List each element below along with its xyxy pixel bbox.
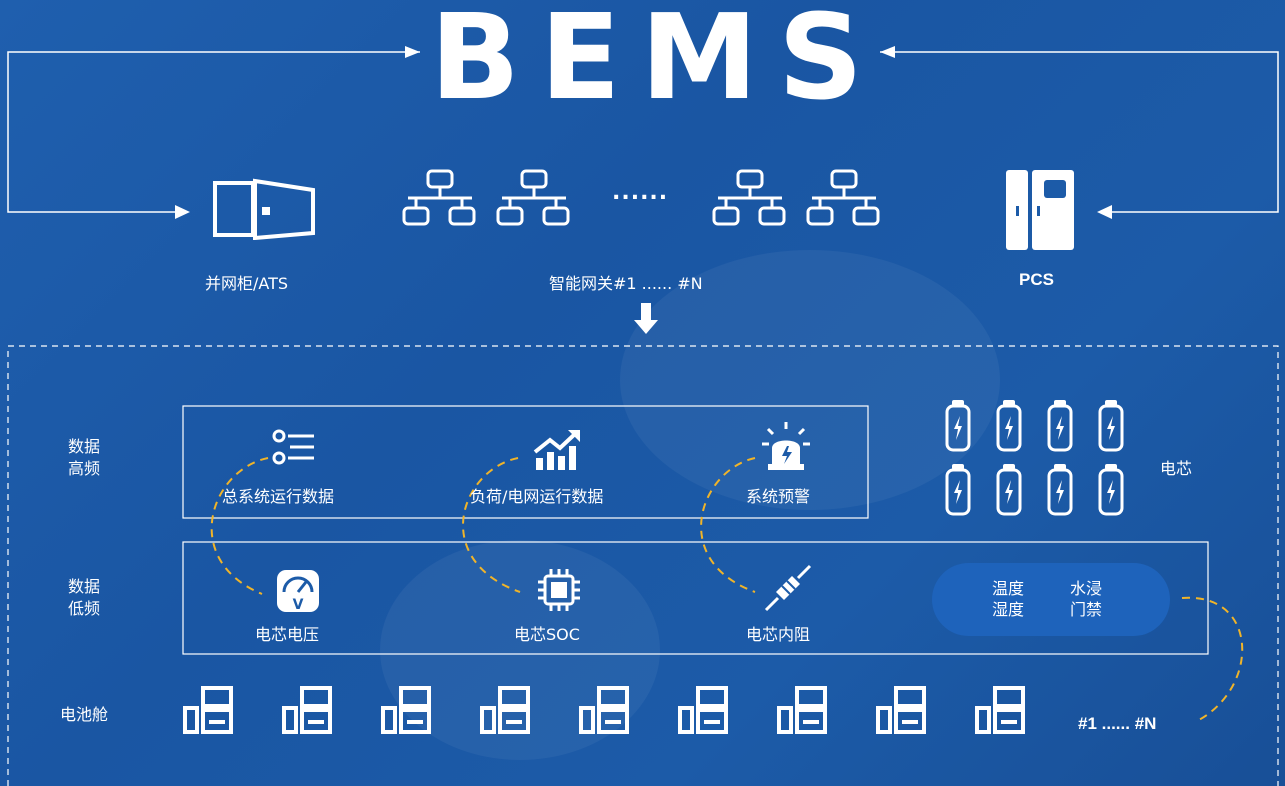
battery-cells-icon <box>945 400 1124 516</box>
high-freq-item: 负荷/电网运行数据 <box>470 487 604 506</box>
outer-dashed-frame <box>7 345 1279 786</box>
env-sensor-temp-humidity: 温度 湿度 <box>992 579 1025 619</box>
pcs-label: PCS <box>1019 270 1054 289</box>
down-arrow-head <box>634 320 658 334</box>
gateway-ellipsis: ...... <box>612 180 669 205</box>
grid-cabinet-label: 并网柜/ATS <box>205 274 289 293</box>
high-freq-label: 数据 高频 <box>68 437 101 478</box>
pcs-cabinet-icon <box>1006 170 1074 250</box>
voltmeter-icon: V <box>277 570 319 613</box>
high-freq-item: 系统预警 <box>746 487 811 506</box>
list-settings-icon <box>272 429 314 465</box>
gateway-network-icon <box>402 169 570 226</box>
arrow-to-grid-cabinet <box>175 205 190 219</box>
right-loop-line <box>880 51 1279 213</box>
high-freq-item: 总系统运行数据 <box>222 487 335 506</box>
high-freq-box <box>182 405 869 519</box>
low-freq-label: 数据 低频 <box>68 577 101 618</box>
arrow-to-bems-right <box>880 46 895 58</box>
arrow-to-bems-left <box>405 46 420 58</box>
background-blob <box>620 250 1000 510</box>
dashed-link-curves <box>210 457 1244 723</box>
gateway-label: 智能网关#1 ...... #N <box>549 274 703 293</box>
battery-cabin-label: 电池舱 <box>60 705 109 724</box>
chip-icon <box>538 569 580 611</box>
down-arrow-shaft <box>641 303 651 323</box>
grid-cabinet-icon <box>213 178 315 240</box>
low-freq-box <box>182 541 1209 655</box>
cabin-range-label: #1 ...... #N <box>1078 714 1157 733</box>
env-sensor-water-door: 水浸 门禁 <box>1070 579 1103 619</box>
battery-cell-label: 电芯 <box>1160 459 1193 478</box>
bems-title: BEMS <box>430 0 883 126</box>
resistor-icon <box>764 564 812 612</box>
low-freq-item: 电芯SOC <box>514 625 580 644</box>
low-freq-item: 电芯内阻 <box>746 625 811 644</box>
battery-cabin-icons <box>183 686 1025 734</box>
alarm-siren-icon <box>762 422 810 470</box>
low-freq-item: 电芯电压 <box>255 625 320 644</box>
arrow-to-pcs <box>1097 205 1112 219</box>
gateway-network-icon <box>712 169 880 226</box>
left-loop-line <box>7 51 420 213</box>
growth-chart-icon <box>533 430 580 470</box>
svg-text:V: V <box>293 597 304 613</box>
env-sensor-pill <box>932 563 1170 636</box>
